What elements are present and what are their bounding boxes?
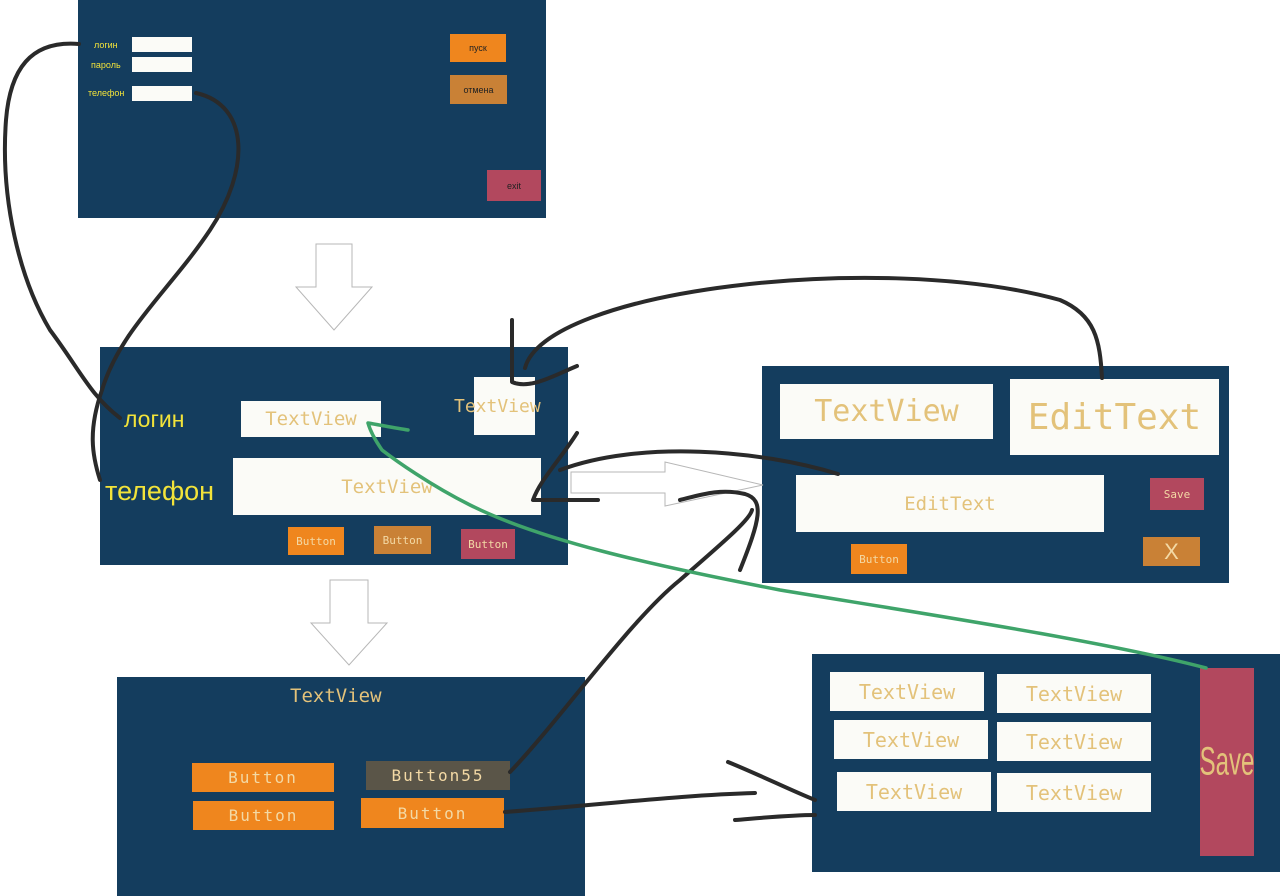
button-orange[interactable]: Button <box>851 544 907 574</box>
screen-form: логин телефон TextView TextView TextView… <box>100 347 568 565</box>
phone-label: телефон <box>105 476 215 506</box>
textview-cell: TextView <box>837 772 991 811</box>
phone-field[interactable] <box>132 86 192 101</box>
button-bottom-right[interactable]: Button <box>361 798 504 828</box>
textview-title: TextView <box>780 384 993 439</box>
button-55[interactable]: Button55 <box>366 761 510 790</box>
button-top-left[interactable]: Button <box>192 763 334 792</box>
start-button[interactable]: пуск <box>450 34 506 62</box>
password-label: пароль <box>91 60 121 70</box>
button-red[interactable]: Button <box>461 529 515 559</box>
exit-button[interactable]: exit <box>487 170 541 201</box>
button-brown[interactable]: Button <box>374 526 431 554</box>
screen-edit: TextView EditText EditText Save X Button <box>762 366 1229 583</box>
flow-arrow-down-2 <box>309 579 389 666</box>
flow-arrow-down-1 <box>294 243 374 331</box>
cancel-button[interactable]: отмена <box>450 75 507 104</box>
button-bottom-left[interactable]: Button <box>193 801 334 830</box>
login-label: логин <box>124 406 185 432</box>
link-grid-arrow <box>726 760 817 822</box>
save-button[interactable]: Save <box>1150 478 1204 510</box>
save-label: Save <box>1199 739 1255 784</box>
screen-menu: TextView Button Button55 Button Button <box>117 677 585 896</box>
edittext-top[interactable]: EditText <box>1010 379 1219 455</box>
textview-cell: TextView <box>997 722 1151 761</box>
edittext-main[interactable]: EditText <box>796 475 1104 532</box>
password-field[interactable] <box>132 57 192 72</box>
link-top-arc <box>523 275 1104 380</box>
screen-grid: TextView TextView TextView TextView Text… <box>812 654 1280 872</box>
textview-phone: TextView <box>233 458 541 515</box>
textview-cell: TextView <box>830 672 984 711</box>
textview-corner: TextView <box>454 377 541 435</box>
textview-cell: TextView <box>997 674 1151 713</box>
phone-label: телефон <box>88 88 125 98</box>
textview-cell: TextView <box>997 773 1151 812</box>
login-label: логин <box>94 40 118 50</box>
close-button[interactable]: X <box>1143 537 1200 566</box>
flow-arrow-right <box>570 461 764 507</box>
textview-title: TextView <box>290 685 382 707</box>
login-field[interactable] <box>132 37 192 52</box>
textview-login: TextView <box>241 401 381 437</box>
button-orange[interactable]: Button <box>288 527 344 555</box>
save-button-vertical[interactable]: Save <box>1200 668 1254 856</box>
screen-login: логин пароль телефон пуск отмена exit <box>78 0 546 218</box>
link-edit-return <box>678 489 760 572</box>
textview-cell: TextView <box>834 720 988 759</box>
